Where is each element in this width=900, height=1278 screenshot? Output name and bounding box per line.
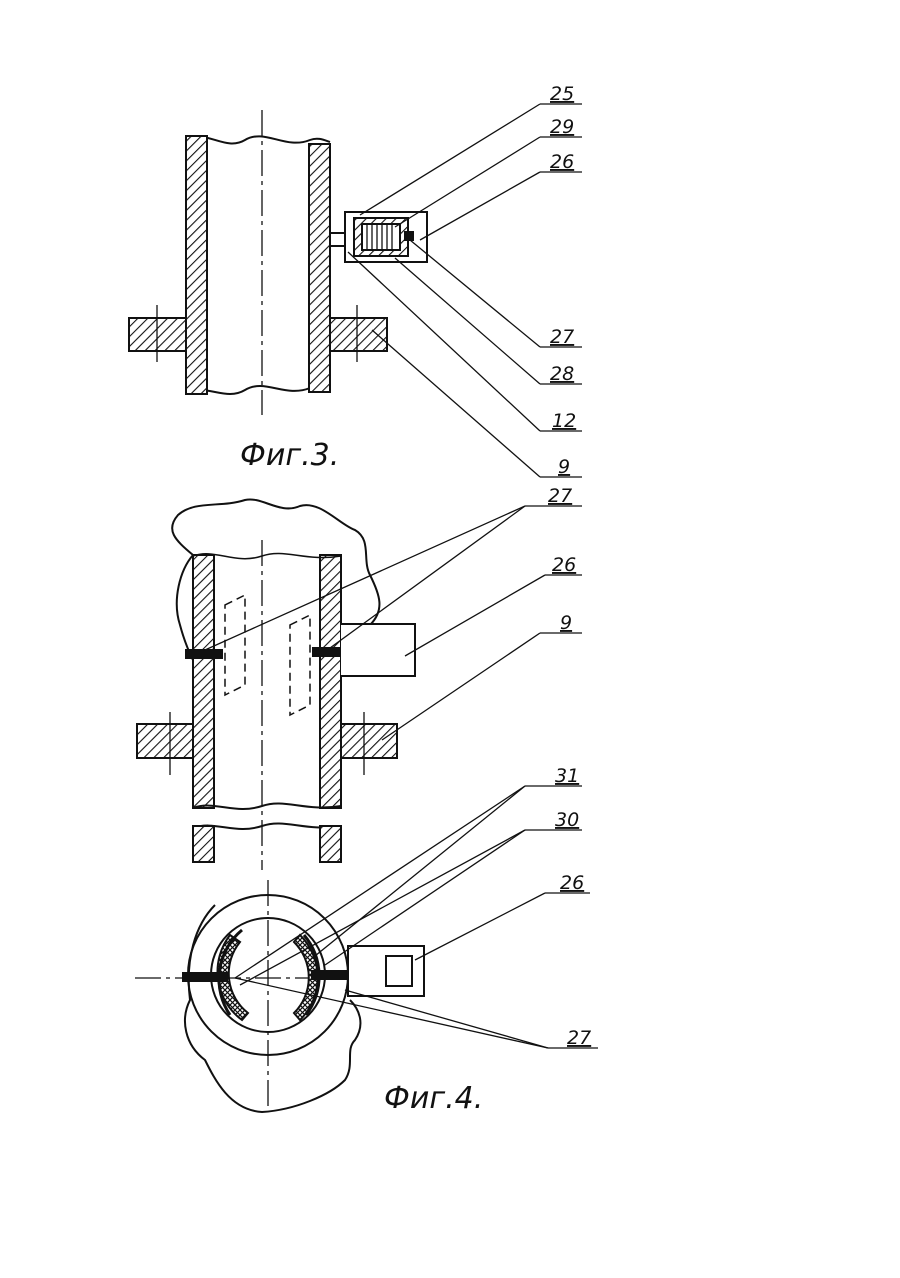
callout-12: 12 bbox=[552, 410, 576, 432]
fig4-left-flange bbox=[137, 724, 193, 758]
figure-4-plan-labels: 31 30 26 27 Фиг.4. bbox=[384, 765, 591, 1116]
fig3-leaders bbox=[348, 104, 582, 477]
callout-9-section: 9 bbox=[560, 612, 572, 634]
figure-4-section-labels: 27 26 9 bbox=[548, 485, 576, 634]
callout-28: 28 bbox=[550, 363, 574, 385]
fig4-left-plate-hidden bbox=[225, 595, 245, 695]
fig4-right-flange bbox=[341, 724, 397, 758]
fig4-section-break-upper bbox=[193, 803, 341, 809]
fig3-electrode bbox=[405, 232, 413, 240]
fig4-left-wall-lower bbox=[193, 826, 214, 862]
plan-left-pin bbox=[183, 973, 227, 981]
fig4-section-top-break bbox=[193, 553, 341, 558]
fig4-left-pin bbox=[186, 650, 222, 658]
callout-30: 30 bbox=[555, 809, 579, 831]
fig4-right-wall-lower bbox=[320, 826, 341, 862]
callout-26-section: 26 bbox=[552, 554, 576, 576]
callout-27-plan: 27 bbox=[567, 1027, 591, 1049]
callout-27-section: 27 bbox=[548, 485, 572, 507]
callout-29: 29 bbox=[550, 116, 574, 138]
plan-soil-boundary bbox=[185, 905, 360, 1112]
fig4-left-pipe-wall bbox=[193, 555, 214, 808]
fig3-right-flange bbox=[330, 318, 387, 351]
fig3-sensor-cavity bbox=[362, 224, 400, 250]
fig4-right-plate-hidden bbox=[290, 615, 310, 715]
callout-31: 31 bbox=[555, 765, 579, 787]
soil-boundary-left bbox=[177, 555, 193, 660]
fig3-right-pipe-wall bbox=[309, 144, 330, 392]
fig4-section-break-lower bbox=[193, 823, 341, 829]
figure-3-caption: Фиг.3. bbox=[240, 438, 339, 473]
callout-26-plan: 26 bbox=[560, 872, 584, 894]
fig3-left-pipe-wall bbox=[186, 136, 207, 394]
callout-9: 9 bbox=[558, 456, 570, 478]
callout-26: 26 bbox=[550, 151, 574, 173]
figure-3 bbox=[129, 104, 582, 477]
figure-4-caption: Фиг.4. bbox=[384, 1081, 483, 1116]
plan-right-pin bbox=[312, 971, 352, 979]
figure-4-section bbox=[137, 499, 582, 870]
callout-27: 27 bbox=[550, 326, 574, 348]
callout-25: 25 bbox=[550, 83, 574, 105]
